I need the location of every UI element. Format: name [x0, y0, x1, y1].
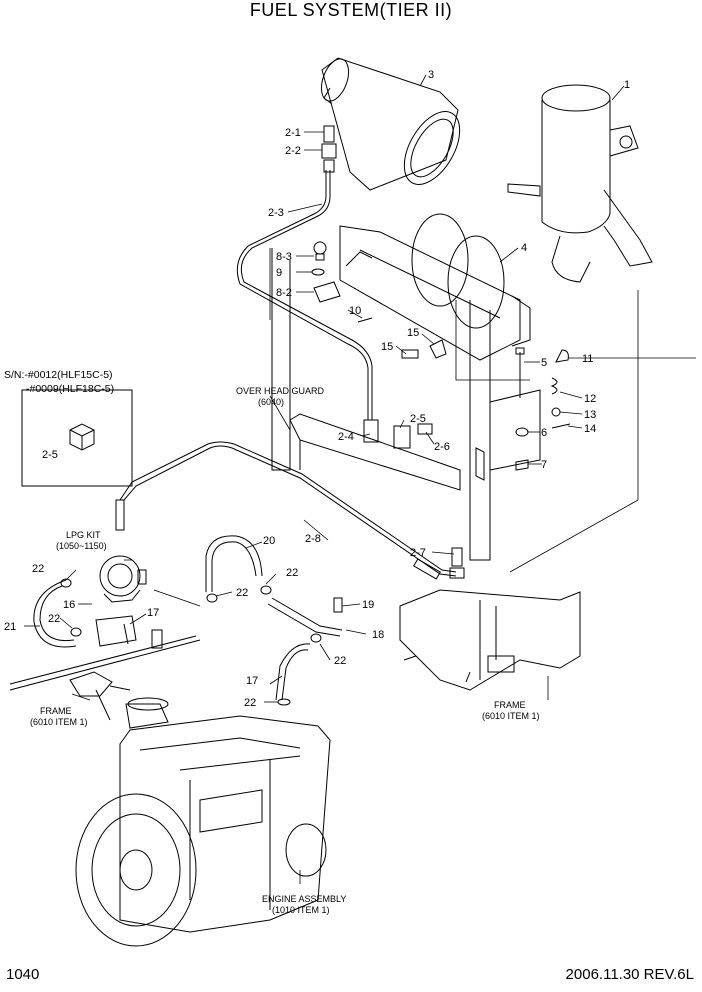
- frame-left-code: (6010 ITEM 1): [30, 717, 88, 727]
- hose-17: [281, 649, 309, 701]
- serial-inset-box: [21, 389, 133, 487]
- overhead-guard-label: OVER HEAD GUARD: [236, 386, 325, 396]
- lpg-kit-label: LPG KIT: [66, 530, 101, 540]
- fitting-2-2: [321, 143, 337, 159]
- callout-2-4: 2-4: [338, 431, 354, 443]
- callout-14: 15: [407, 327, 419, 339]
- overhead-guard: [271, 248, 491, 561]
- lpg-tank: [320, 57, 461, 191]
- callout-20: 20: [263, 535, 275, 547]
- callout-19: 19: [362, 599, 374, 611]
- lpg-kit: [99, 555, 147, 603]
- callout-8-2: 8-3: [276, 251, 292, 263]
- callout-9: 10: [349, 305, 361, 317]
- hose-20: [211, 541, 257, 592]
- callout-2-3: 2-3: [268, 207, 284, 219]
- callout-10: 11: [582, 353, 593, 365]
- page-title: FUEL SYSTEM(TIER II): [249, 0, 453, 20]
- engine-assembly-label: ENGINE ASSEMBLY: [262, 894, 346, 904]
- callout-6: 6: [541, 427, 547, 439]
- fuel-hose-2-3: [240, 170, 373, 420]
- muffler: [507, 84, 653, 283]
- frame-left-label: FRAME: [40, 706, 72, 716]
- callout-21: 21: [4, 621, 16, 633]
- callout-2-1: 2-1: [285, 127, 301, 139]
- callout-8-3: 9: [276, 267, 282, 279]
- lpg-kit-code: (1050~1150): [56, 541, 107, 551]
- callout-2-8: 2-8: [305, 533, 321, 545]
- hose-21: [39, 585, 75, 642]
- frame-right-label: FRAME: [494, 700, 526, 710]
- callout-22-e: 22: [334, 655, 346, 667]
- leader-lines: [24, 74, 696, 884]
- callout-2-2: 2-2: [285, 145, 301, 157]
- callout-18: 18: [372, 629, 384, 641]
- callout-11: 12: [584, 393, 596, 405]
- callout-2-7: 2-7: [410, 547, 426, 559]
- callout-15-top: 15: [381, 341, 393, 353]
- callout-labels: 3 1 2-1 2-2 2-3 4 8-3 9 8-2 10 15 15 5 1…: [4, 69, 630, 709]
- engine-assembly-code: (1010 ITEM 1): [272, 905, 330, 915]
- callout-8-1: 8-2: [276, 287, 292, 299]
- tank-bracket: [339, 213, 531, 361]
- callout-22-c: 22: [236, 587, 248, 599]
- hose-18: [271, 597, 343, 631]
- callout-12: 13: [584, 409, 596, 421]
- callout-7: 7: [541, 459, 547, 471]
- callout-15-left: 16: [63, 599, 75, 611]
- callout-4: 4: [521, 242, 527, 254]
- frame-left: [9, 635, 201, 721]
- callout-16: 17: [147, 607, 159, 619]
- fitting-2-1: [323, 125, 335, 143]
- callout-5: 5: [541, 357, 547, 369]
- serial-note-1: S/N:-#0012(HLF15C-5): [4, 369, 113, 381]
- fuel-line-2-8: [123, 445, 457, 577]
- frame-right: [399, 589, 581, 691]
- callout-2-5-inset: 2-5: [42, 449, 58, 461]
- callout-13: 14: [584, 423, 596, 435]
- callout-2-6: 2-6: [434, 441, 450, 453]
- callout-22-d: 22: [48, 613, 60, 625]
- callout-1: 1: [624, 79, 630, 91]
- callout-2-5-valve: 2-5: [410, 413, 426, 425]
- callout-22-f: 22: [244, 697, 256, 709]
- callout-22-a: 22: [32, 563, 44, 575]
- engine: [75, 697, 331, 947]
- page-number: 1040: [6, 966, 40, 983]
- callout-17: 17: [246, 675, 258, 687]
- notes: S/N:-#0012(HLF15C-5) -#0009(HLF18C-5) OV…: [4, 369, 540, 915]
- callout-22-b: 22: [286, 567, 298, 579]
- serial-note-2: -#0009(HLF18C-5): [26, 383, 114, 395]
- revision-date: 2006.11.30 REV.6L: [565, 966, 694, 983]
- frame-right-code: (6010 ITEM 1): [482, 711, 540, 721]
- overhead-guard-code: (6040): [258, 397, 284, 407]
- callout-3: 3: [428, 69, 434, 81]
